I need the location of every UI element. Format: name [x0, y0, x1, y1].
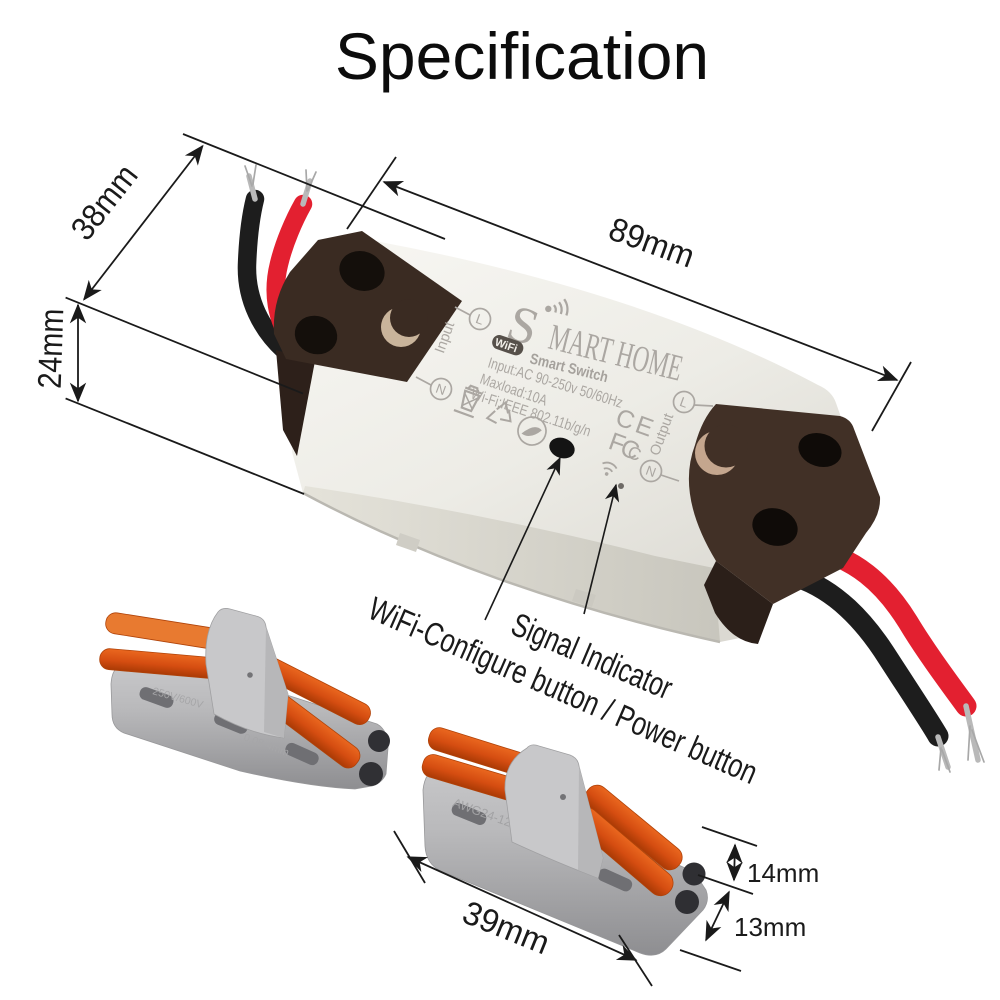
- svg-text:13mm: 13mm: [734, 912, 806, 942]
- svg-text:Specification: Specification: [335, 19, 709, 93]
- svg-text:C: C: [625, 442, 644, 465]
- svg-text:14mm: 14mm: [747, 858, 819, 888]
- svg-text:N: N: [644, 463, 658, 480]
- svg-text:N: N: [434, 381, 448, 398]
- svg-text:24mm: 24mm: [31, 308, 71, 389]
